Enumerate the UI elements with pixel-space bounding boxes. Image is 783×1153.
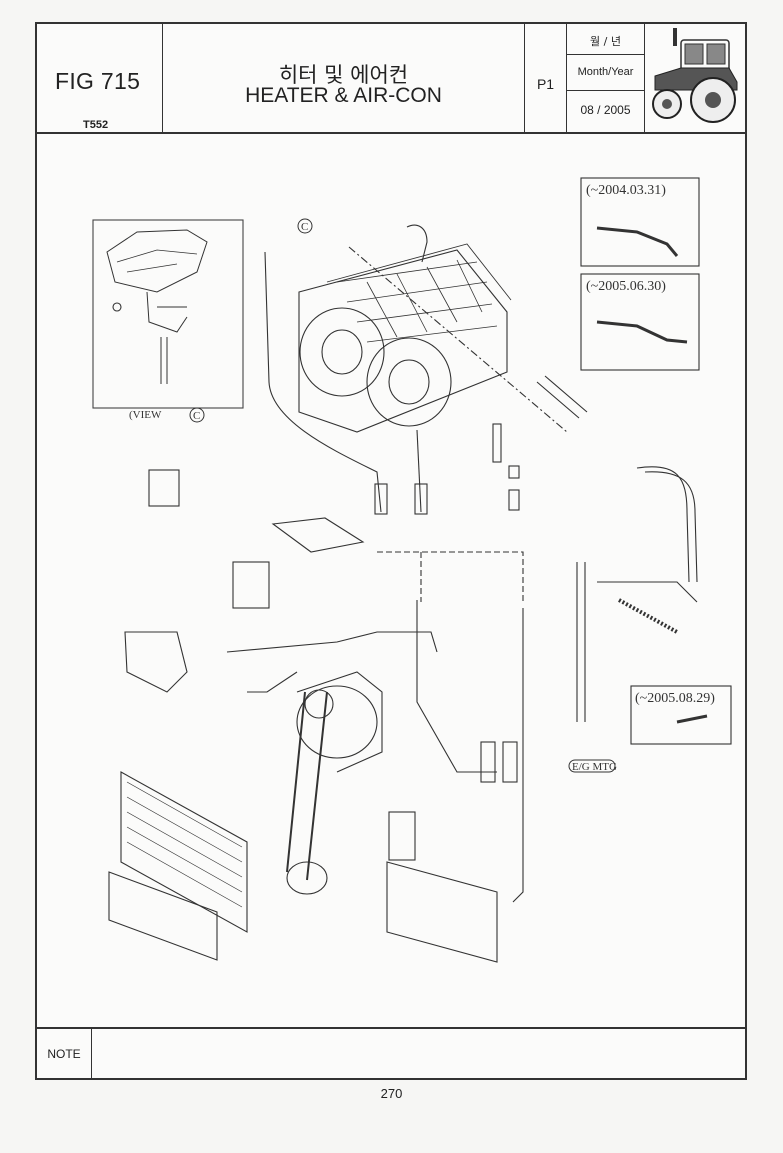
parts-diagram: (~2004.03.31) (~2005.06.30) (~2005.08.29…: [92, 177, 732, 963]
page-code: P1: [536, 76, 555, 92]
note-row: NOTE: [37, 1027, 745, 1080]
emtg-label: E/G MTG: [572, 761, 617, 773]
title-korean: 히터 및 에어컨: [278, 63, 409, 87]
note-label: NOTE: [37, 1029, 92, 1080]
emtg-tag: [568, 759, 616, 773]
hose-30: [416, 429, 422, 513]
page-cell: P1: [525, 24, 567, 132]
date-label-korean: 월 / 년: [590, 35, 621, 48]
date-callout-1: (~2004.03.31): [586, 183, 666, 198]
view-c-marker: [189, 407, 205, 423]
hose-28: [264, 251, 382, 513]
figure-number: FIG 715: [55, 68, 141, 94]
tractor-icon: [652, 28, 738, 123]
page-number: 270: [380, 1086, 403, 1101]
view-c-inset: [92, 219, 244, 409]
compressor: [296, 671, 383, 773]
figure-cell: FIG 715 T552: [37, 24, 163, 132]
divider: [567, 90, 644, 91]
date-callout-3: (~2005.08.29): [635, 691, 715, 706]
tractor-icon-cell: [645, 24, 745, 132]
title-cell: 히터 및 에어컨 HEATER & AIR-CON: [163, 24, 525, 132]
date-cell: 월 / 년 Month/Year 08 / 2005: [567, 24, 645, 132]
heater-unit: [298, 224, 512, 433]
date-label-english: Month/Year: [577, 66, 634, 78]
view-callout: (VIEW: [129, 409, 162, 421]
view-letter: C: [193, 410, 200, 422]
drawing-sheet: FIG 715 T552 히터 및 에어컨 HEATER & AIR-CON P…: [35, 22, 747, 1080]
title-english: HEATER & AIR-CON: [245, 84, 442, 107]
condenser: [108, 771, 248, 961]
view-letter-top: C: [301, 221, 308, 233]
date-callout-2: (~2005.06.30): [586, 279, 666, 294]
divider: [567, 54, 644, 55]
title-block: FIG 715 T552 히터 및 에어컨 HEATER & AIR-CON P…: [37, 24, 745, 134]
view-c-marker-top: [297, 218, 313, 234]
revision-date: 08 / 2005: [580, 103, 631, 117]
model-code: T552: [83, 119, 109, 131]
